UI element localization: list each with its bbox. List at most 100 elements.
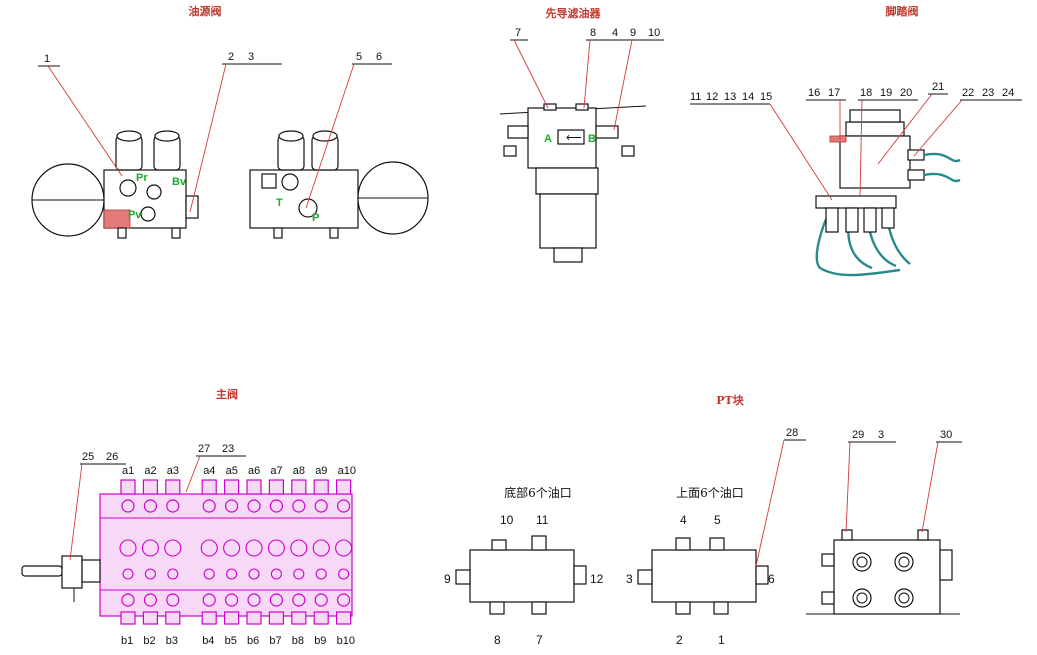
main-valve-ports	[119, 499, 353, 607]
fitting-bottom	[336, 611, 352, 625]
callout-3: 3	[248, 51, 254, 63]
fitting-top	[313, 479, 329, 495]
port-bottom-hole	[247, 593, 261, 607]
port-bottom-hole	[143, 593, 157, 607]
callout-30: 30	[940, 429, 952, 441]
port-label-t: T	[276, 197, 283, 209]
port-label-a4: a4	[203, 465, 215, 477]
pt-block-bottom-view: 底部6个油口 10 11 9 12 8 7	[444, 485, 604, 647]
pt-port-6: 6	[768, 572, 775, 586]
port-label-pr: Pr	[136, 172, 148, 184]
spool-port-small	[226, 568, 238, 580]
pt-port-3: 3	[626, 572, 633, 586]
port-label-pv: Pv	[128, 209, 142, 221]
port-label-a5: a5	[226, 465, 238, 477]
callout-22: 22	[962, 87, 974, 99]
spool-port-small	[270, 568, 282, 580]
callout-12: 12	[706, 91, 718, 103]
spool-port-small	[293, 568, 305, 580]
port-label-a7: a7	[270, 465, 282, 477]
fitting-top	[336, 479, 352, 495]
port-bottom-hole	[337, 593, 351, 607]
port-top-hole	[143, 499, 157, 513]
pt-port-2: 2	[676, 633, 683, 647]
callout-7: 7	[515, 27, 521, 39]
callout-9: 9	[630, 27, 636, 39]
port-top-hole	[314, 499, 328, 513]
callout-8: 8	[590, 27, 596, 39]
pt-port-5: 5	[714, 513, 721, 527]
callout-17: 17	[828, 87, 840, 99]
title-pilot-filter: 先导滤油器	[546, 6, 602, 20]
callout-29: 29	[852, 429, 864, 441]
pt-port-11: 11	[536, 513, 549, 527]
pt-port-1: 1	[718, 633, 725, 647]
port-label-a2: a2	[144, 465, 156, 477]
spool-port	[164, 539, 182, 557]
fitting-top	[142, 479, 158, 495]
fitting-bottom	[313, 611, 329, 625]
port-top-hole	[225, 499, 239, 513]
title-main-valve: 主阀	[216, 387, 238, 401]
port-label-b5: b5	[225, 635, 237, 647]
callout-18: 18	[860, 87, 872, 99]
pt-block-front-view: 29 3 30	[806, 429, 962, 615]
port-bottom-hole	[202, 593, 216, 607]
fitting-bottom	[165, 611, 181, 625]
pt-block-front-body	[833, 539, 941, 615]
spool-port	[200, 539, 218, 557]
spool-port-small	[203, 568, 215, 580]
callout-5: 5	[356, 51, 362, 63]
spool-port	[119, 539, 137, 557]
callout-6: 6	[376, 51, 382, 63]
title-pedal-valve: 脚踏阀	[886, 4, 919, 18]
port-label-p: P	[312, 212, 319, 224]
fitting-bottom	[268, 611, 284, 625]
port-label-a: A	[544, 133, 552, 145]
port-label-bv: Bv	[172, 176, 187, 188]
spool-port	[141, 539, 159, 557]
port-label-a6: a6	[248, 465, 260, 477]
port-bottom-hole	[314, 593, 328, 607]
fitting-bottom	[291, 611, 307, 625]
pt-port-9: 9	[444, 572, 451, 586]
fitting-top	[224, 479, 240, 495]
port-label-b2: b2	[143, 635, 155, 647]
pt-port-4: 4	[680, 513, 687, 527]
port-label-b1: b1	[121, 635, 133, 647]
callout-1: 1	[44, 53, 50, 65]
fitting-top	[246, 479, 262, 495]
port-bottom-hole	[225, 593, 239, 607]
port-label-a10: a10	[338, 465, 356, 477]
spool-port-small	[167, 568, 179, 580]
port-bottom-hole	[121, 593, 135, 607]
spool-port-small	[122, 568, 134, 580]
callout-27: 27	[198, 443, 210, 455]
spool-port-small	[338, 568, 350, 580]
oil-valve-right-view: T P 5 6	[249, 51, 429, 239]
callout-26: 26	[106, 451, 118, 463]
spool-port	[267, 539, 285, 557]
callout-28: 28	[786, 427, 798, 439]
spool-port-small	[144, 568, 156, 580]
pt-port-10: 10	[500, 513, 514, 527]
fitting-top	[120, 479, 136, 495]
pilot-filter-view: ⟵ A B 7 8 4 9 10	[499, 27, 664, 263]
callout-16: 16	[808, 87, 820, 99]
main-valve-top-fittings	[120, 479, 352, 495]
port-top-hole	[292, 499, 306, 513]
spool-port	[245, 539, 263, 557]
port-label-a3: a3	[167, 465, 179, 477]
callout-23-main: 23	[222, 443, 234, 455]
port-top-hole	[121, 499, 135, 513]
spool-port	[335, 539, 353, 557]
port-top-hole	[247, 499, 261, 513]
callout-4: 4	[612, 27, 618, 39]
callout-21: 21	[932, 81, 944, 93]
port-bottom-hole	[166, 593, 180, 607]
port-label-b: B	[588, 133, 596, 145]
filter-bowl	[539, 193, 597, 249]
pt-block-top-view: 上面6个油口 4 5 3 6 2 1 28	[626, 427, 806, 647]
